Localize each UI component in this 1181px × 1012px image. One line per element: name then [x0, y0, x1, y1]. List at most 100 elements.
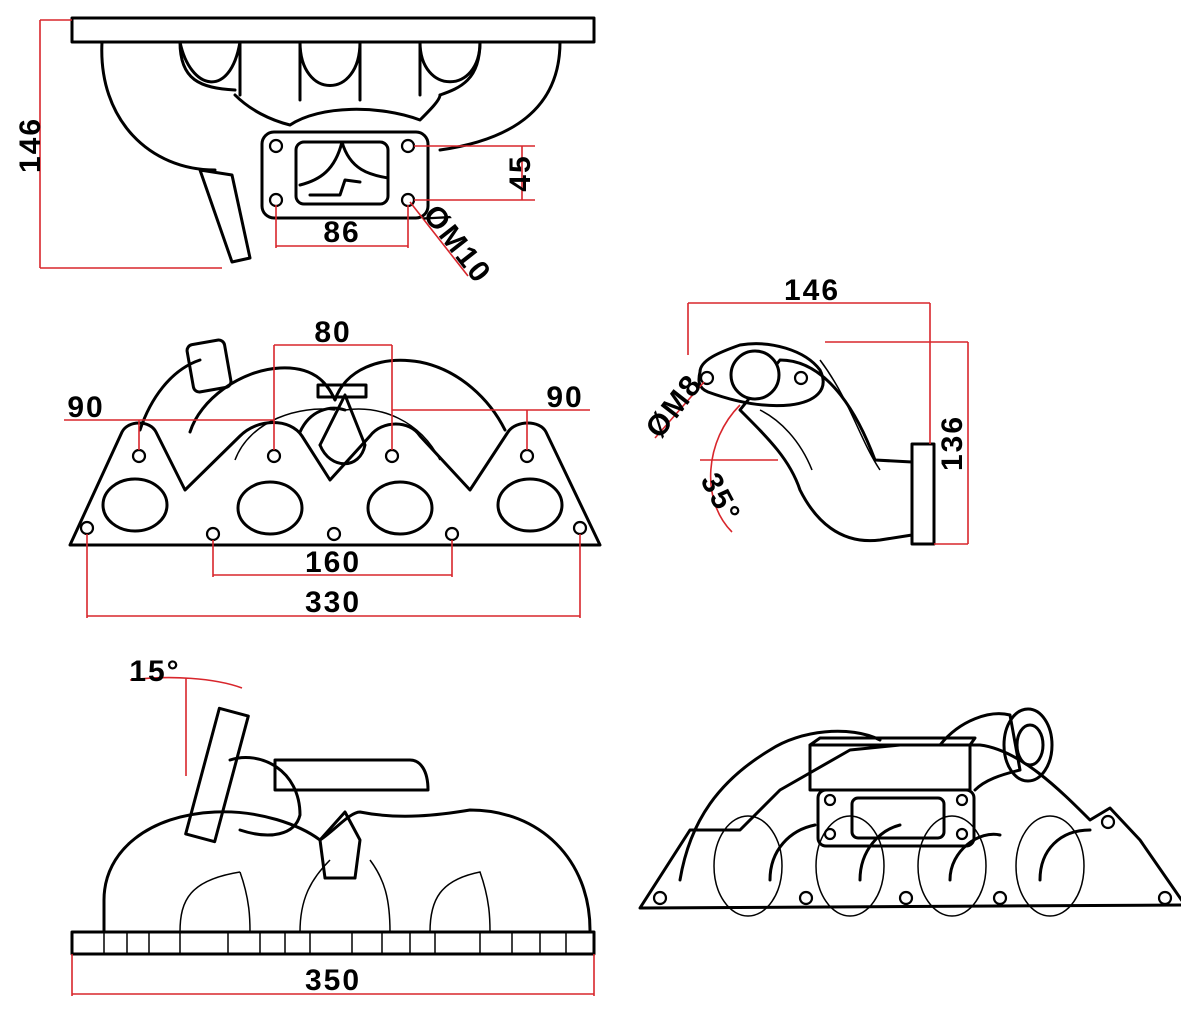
iso-view-turbo-port [850, 796, 946, 840]
side-view-body [738, 358, 914, 543]
dim-line-front-right [392, 409, 590, 450]
iso-view-bolt-hole [955, 793, 969, 807]
side-view-flange [697, 342, 825, 408]
front-view-bolt-hole [444, 526, 460, 542]
front-view-wastegate [185, 338, 233, 394]
bottom-view-turbo-neck [228, 755, 302, 837]
iso-view-runner-base [815, 815, 885, 917]
front-view-bolt-hole [266, 448, 282, 464]
iso-view-bolt-hole [992, 890, 1008, 906]
bottom-view-turbo-flange [184, 706, 250, 844]
dim-line-front-left [64, 419, 274, 450]
iso-view-runners [678, 729, 1092, 882]
dim-line-bottom-angle [129, 676, 243, 776]
dim-bottom-angle-label: 15° [129, 655, 180, 688]
front-view-port [366, 480, 434, 536]
dim-line-side-height [825, 341, 969, 545]
dim-side-width-label: 146 [784, 274, 840, 307]
front-view-bolt-hole [384, 448, 400, 464]
top-view-runner-tops [178, 40, 482, 87]
bottom-view-collector [318, 810, 362, 880]
dim-side-height-label: 136 [936, 415, 969, 471]
dim-top-flange-height-label: 45 [504, 154, 537, 191]
front-view-bolt-hole [326, 526, 342, 542]
dim-top-bolt-label: ØM10 [416, 199, 497, 290]
dim-front-left-label: 90 [67, 391, 104, 424]
iso-view-turbo-box [808, 736, 977, 792]
front-view-bolt-hole [519, 448, 535, 464]
front-view-runners [138, 358, 507, 434]
dim-line-side-angle [700, 404, 778, 533]
iso-view-bolt-hole [823, 793, 837, 807]
top-view-bolt-hole [268, 138, 284, 154]
dim-top-flange-width-label: 86 [323, 216, 360, 249]
top-view-port-divider [298, 140, 390, 197]
dim-bottom-length-label: 350 [305, 964, 361, 997]
front-view-inner-runners [234, 408, 441, 461]
bottom-view-inner-runners [179, 859, 491, 933]
iso-view-wastegate-neck [938, 712, 1022, 792]
dim-front-right-label: 90 [546, 381, 583, 414]
side-view-base-plate [910, 442, 936, 546]
top-view-bolt-hole [268, 192, 284, 208]
side-view-bolt-hole [793, 370, 809, 386]
top-view: 146 45 86 ØM10 [14, 16, 596, 290]
side-view-inner [759, 359, 881, 471]
dim-front-inner-span-label: 160 [305, 546, 361, 579]
dim-front-outer-span-label: 330 [305, 586, 361, 619]
bottom-view-base-plate [70, 930, 596, 956]
bottom-view-runners [102, 808, 592, 934]
top-view-wastegate-pipe [198, 168, 252, 264]
iso-view-runner-base [1015, 815, 1085, 917]
front-view-top-plate [316, 383, 368, 399]
iso-view-bolt-hole [955, 827, 969, 841]
front-view-flange-outline [68, 421, 602, 547]
dim-line-front-outer-span [86, 534, 581, 618]
front-view-bolt-hole [131, 448, 147, 464]
iso-view-turbo-flange [816, 788, 976, 848]
side-view-port [729, 349, 781, 401]
dim-line-top-bolt [409, 201, 469, 277]
side-view: 146 136 ØM8 35° [640, 274, 969, 546]
dim-line-front-center [273, 344, 393, 450]
iso-view-bolt-hole [652, 890, 668, 906]
iso-view-bolt-hole [898, 890, 914, 906]
front-view-bolt-hole [572, 520, 588, 536]
top-view-merge [233, 93, 442, 127]
dim-line-top-height [39, 19, 222, 269]
dim-front-center-label: 80 [314, 316, 351, 349]
bottom-view: 15° 350 [70, 655, 596, 997]
iso-view-bolt-hole [823, 827, 837, 841]
dim-line-top-flange-width [275, 205, 409, 248]
iso-view-flange-outline [638, 743, 1181, 910]
iso-view-wastegate-port [1015, 723, 1045, 767]
iso-view-bolt-hole [1157, 890, 1173, 906]
dim-line-bottom-length [71, 954, 595, 996]
isometric-view [638, 707, 1181, 917]
front-view-bolt-hole [205, 526, 221, 542]
dim-line-side-bolt [654, 381, 705, 439]
iso-view-wastegate-flange [1002, 707, 1054, 783]
iso-view-bolt-hole [798, 890, 814, 906]
top-view-bolt-hole [400, 138, 416, 154]
front-view-merge-collector [318, 393, 367, 466]
bottom-view-turbo-mount [273, 758, 430, 792]
front-view-port [101, 477, 169, 533]
front-view-port [236, 480, 304, 536]
dim-top-height-label: 146 [14, 117, 47, 173]
front-view-port [496, 477, 564, 533]
iso-view-runner-base [917, 815, 987, 917]
dim-side-angle-label: 35° [694, 468, 747, 529]
top-view-flange-plate [70, 16, 596, 44]
front-view: 80 90 90 160 330 [64, 316, 602, 619]
dim-line-top-flange-height [414, 145, 535, 201]
bottom-view-plate-segments [103, 932, 567, 954]
side-view-bolt-hole [699, 370, 715, 386]
dim-line-side-width [687, 302, 931, 444]
front-view-bolt-hole [79, 520, 95, 536]
iso-view-bolt-hole [1100, 814, 1116, 830]
top-view-runners [100, 40, 562, 172]
dim-line-front-inner-span [212, 540, 453, 577]
iso-view-runner-base [713, 815, 783, 917]
